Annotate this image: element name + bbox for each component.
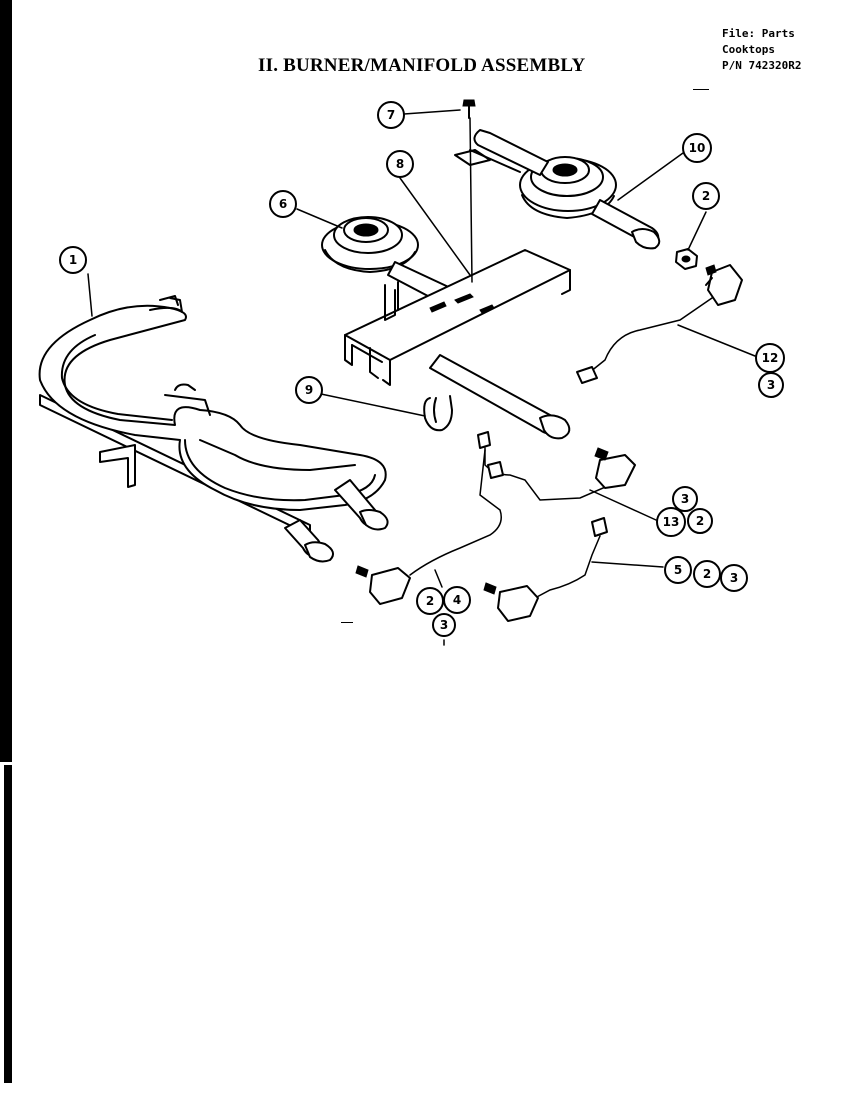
screw xyxy=(462,99,476,119)
callout-label: 3 xyxy=(681,492,689,506)
callout-2: 2 xyxy=(687,508,713,534)
scan-edge-bar-lower xyxy=(4,765,12,1083)
callout-label: 9 xyxy=(305,383,313,397)
spring-clip xyxy=(423,395,453,432)
callout-label: 12 xyxy=(762,351,779,365)
callout-label: 13 xyxy=(663,515,680,529)
file-info-line: P/N 742320R2 xyxy=(722,59,802,72)
callout-2: 2 xyxy=(693,560,721,588)
callout-label: 3 xyxy=(440,618,448,632)
callout-label: 3 xyxy=(767,378,775,392)
callout-label: 5 xyxy=(674,563,682,577)
callout-label: 1 xyxy=(69,253,77,267)
file-info-line: File: Parts xyxy=(722,27,795,40)
callout-5: 5 xyxy=(664,556,692,584)
callout-label: 2 xyxy=(426,594,434,608)
ignitor-lead-lower-left xyxy=(355,449,502,605)
callout-label: 3 xyxy=(730,571,738,585)
page-title: II. BURNER/MANIFOLD ASSEMBLY xyxy=(258,55,586,76)
callout-12: 12 xyxy=(755,343,785,373)
callout-2: 2 xyxy=(416,587,444,615)
callout-label: 7 xyxy=(387,108,395,122)
callout-10: 10 xyxy=(682,133,712,163)
callout-6: 6 xyxy=(269,190,297,218)
callout-3: 3 xyxy=(720,564,748,592)
callout-4: 4 xyxy=(443,586,471,614)
hex-nut xyxy=(675,248,698,270)
callout-3: 3 xyxy=(432,613,456,637)
round-burner-rear xyxy=(454,129,661,250)
callout-3: 3 xyxy=(758,372,784,398)
ignitor-lead-lower-right xyxy=(483,517,608,622)
callout-label: 2 xyxy=(702,189,710,203)
scan-edge-bar xyxy=(0,0,12,762)
leader-lines xyxy=(87,109,756,588)
callout-label: 2 xyxy=(696,514,704,528)
callout-label: 8 xyxy=(396,157,404,171)
ignitor-lead-upper xyxy=(576,264,743,384)
manifold-bracket xyxy=(344,249,571,440)
file-info: File: Parts Cooktops P/N 742320R2 xyxy=(722,26,801,74)
divider-mark xyxy=(693,89,709,90)
callout-8: 8 xyxy=(386,150,414,178)
callout-label: 6 xyxy=(279,197,287,211)
callout-9: 9 xyxy=(295,376,323,404)
oval-burner-tube xyxy=(38,295,389,563)
callout-13: 13 xyxy=(656,507,686,537)
callout-2: 2 xyxy=(692,182,720,210)
callout-7: 7 xyxy=(377,101,405,129)
callout-label: 10 xyxy=(689,141,706,155)
file-info-line: Cooktops xyxy=(722,43,775,56)
ignitor-lead-center xyxy=(477,431,636,501)
divider-mark xyxy=(341,622,353,623)
callout-label: 2 xyxy=(703,567,711,581)
callout-3: 3 xyxy=(672,486,698,512)
callout-1: 1 xyxy=(59,246,87,274)
callout-label: 4 xyxy=(453,593,461,607)
